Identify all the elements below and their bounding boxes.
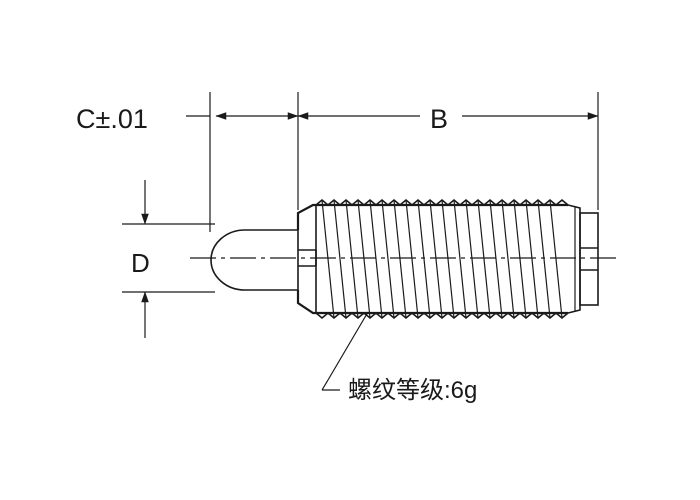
plunger-nose [210,229,298,291]
dimension-b-label: B [430,104,448,134]
extension-lines [122,92,599,293]
dimension-d-label: D [131,248,150,278]
dimension-c-label: C±.01 [76,104,148,134]
dimension-b: B [297,104,599,134]
dimension-c: C±.01 [76,104,299,134]
thread-callout: 螺纹等级:6g [321,311,477,404]
threaded-body [296,203,568,315]
thread-helix-lines [321,199,563,319]
rear-end [567,204,581,314]
rear-slot [579,212,599,306]
thread-grade-note: 螺纹等级:6g [348,377,477,404]
nose-slot [298,249,317,267]
dimension-d: D [131,180,150,338]
